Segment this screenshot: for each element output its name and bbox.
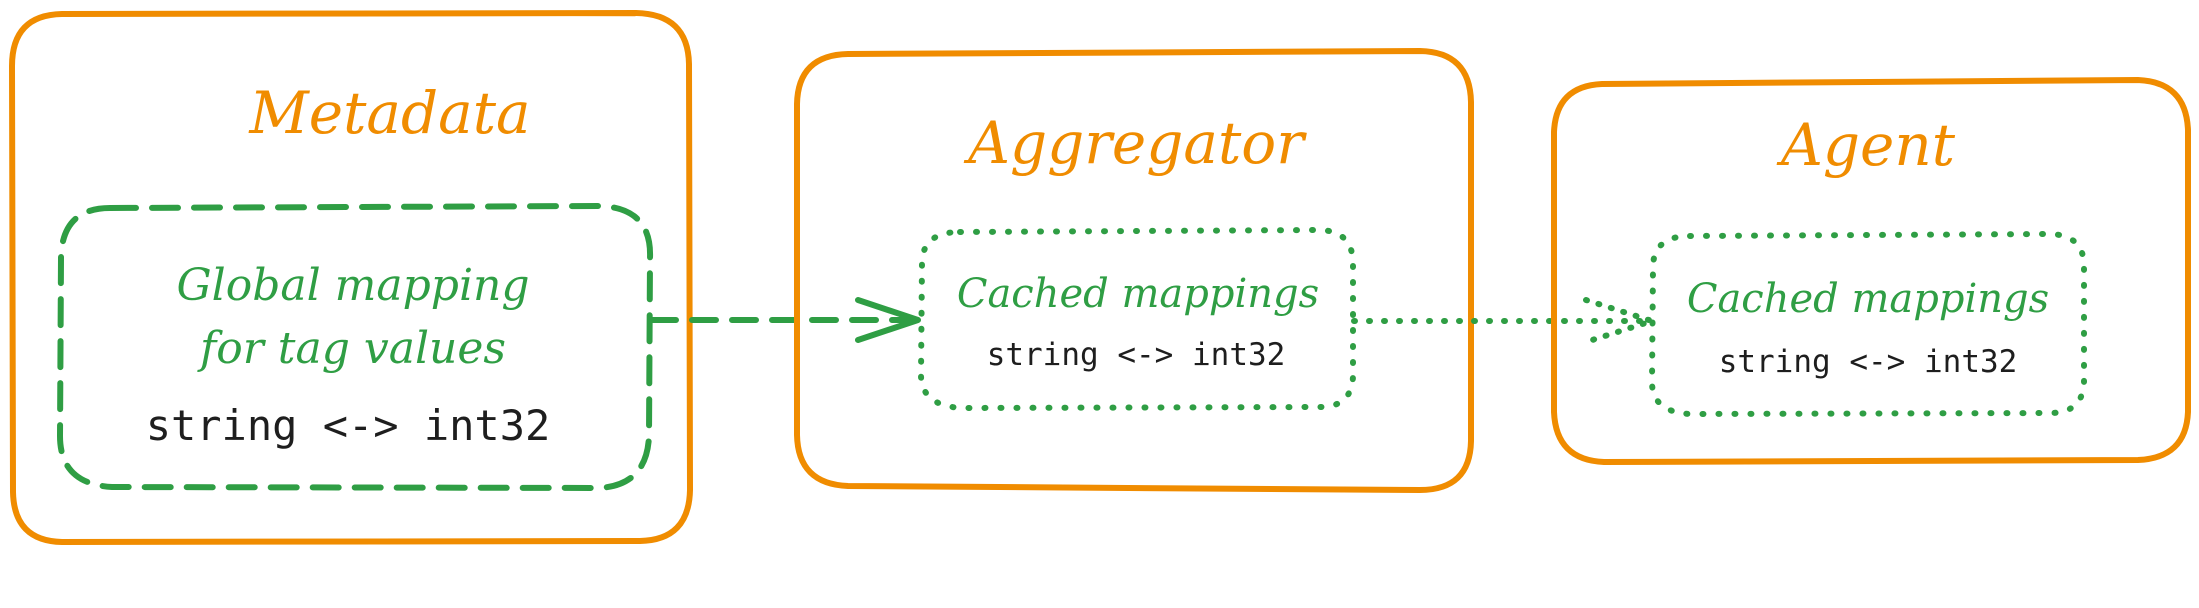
dashed-arrowhead (855, 297, 921, 343)
aggregator-cache-label: Cached mappings (957, 271, 1319, 317)
metadata-title: Metadata (248, 79, 530, 147)
agent-container (1551, 77, 2191, 465)
metadata-container (9, 10, 693, 545)
agent-title: Agent (1776, 111, 1956, 179)
metadata-node: Metadata Global mapping for tag values s… (9, 10, 693, 545)
metadata-mapping-label-line1: Global mapping (176, 260, 529, 311)
agent-node: Agent Cached mappings string <-> int32 (1551, 77, 2191, 465)
aggregator-to-agent-arrow (1351, 297, 1655, 345)
metadata-code-label: string <-> int32 (146, 401, 551, 450)
agent-cache-label: Cached mappings (1687, 276, 2049, 322)
agent-cache-box (1648, 230, 2087, 418)
aggregator-node: Aggregator Cached mappings string <-> in… (794, 48, 1474, 493)
aggregator-title: Aggregator (963, 109, 1307, 177)
aggregator-cache-box (917, 226, 1356, 412)
aggregator-container (794, 48, 1474, 493)
aggregator-code-label: string <-> int32 (987, 337, 1286, 373)
dotted-arrowhead (1583, 297, 1655, 345)
metadata-to-aggregator-arrow (649, 297, 921, 343)
metadata-mapping-box (56, 202, 654, 492)
agent-code-label: string <-> int32 (1719, 344, 2018, 380)
metadata-mapping-label-line2: for tag values (197, 323, 506, 374)
